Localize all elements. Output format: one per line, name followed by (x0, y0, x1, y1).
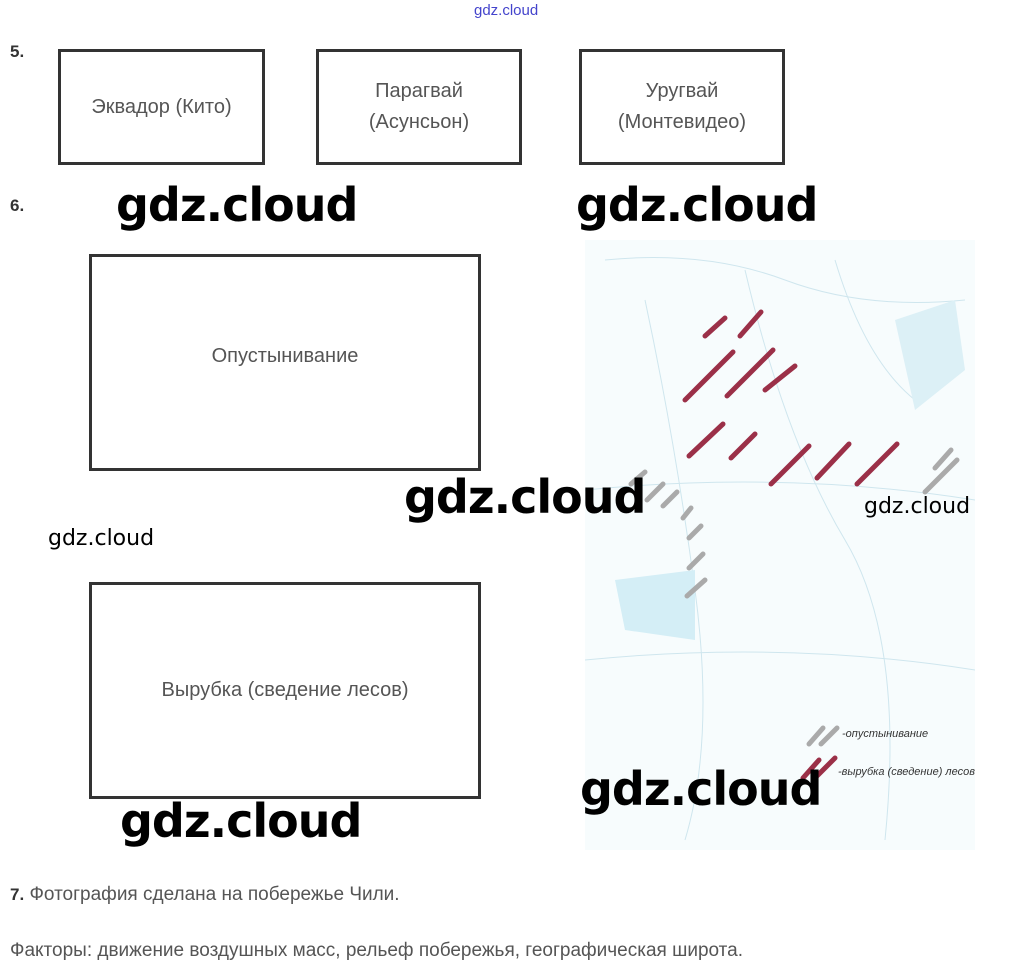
watermark: gdz.cloud (48, 526, 155, 551)
box-text: (Асунсьон) (368, 111, 470, 133)
watermark: gdz.cloud (120, 794, 362, 848)
answer-box-desertification: Опустынивание (89, 254, 481, 471)
box-text: Вырубка (сведение лесов) (161, 679, 409, 701)
deforestation-marks (682, 309, 900, 487)
south-america-map (585, 240, 975, 850)
watermark: gdz.cloud (580, 762, 822, 816)
legend-deforestation: -вырубка (сведение) лесов (838, 766, 975, 778)
task7-line1: 7. Фотография сделана на побережье Чили. (10, 884, 400, 906)
answer-box-deforestation: Вырубка (сведение лесов) (89, 582, 481, 799)
answer-box-ecuador: Эквадор (Кито) (58, 49, 265, 165)
answer-box-uruguay: Уругвай (Монтевидео) (579, 49, 785, 165)
desertification-marks (628, 447, 960, 747)
box-text: Уругвай (645, 80, 719, 102)
task7-number: 7. (10, 885, 25, 904)
watermark: gdz.cloud (116, 178, 358, 232)
box-text: Парагвай (375, 80, 463, 102)
watermark: gdz.cloud (576, 178, 818, 232)
task7-answer: Фотография сделана на побережье Чили. (29, 884, 400, 905)
box-text: (Монтевидео) (617, 111, 747, 133)
watermark: gdz.cloud (864, 494, 971, 519)
box-text: Опустынивание (211, 345, 359, 367)
watermark: gdz.cloud (404, 470, 646, 524)
header-watermark: gdz.cloud (474, 2, 539, 19)
answer-box-paraguay: Парагвай (Асунсьон) (316, 49, 522, 165)
task5-number: 5. (10, 42, 25, 61)
legend-desertification: -опустынивание (842, 728, 929, 740)
box-text: Эквадор (Кито) (91, 95, 232, 118)
task7-line2: Факторы: движение воздушных масс, рельеф… (10, 940, 743, 961)
task6-number: 6. (10, 196, 25, 215)
